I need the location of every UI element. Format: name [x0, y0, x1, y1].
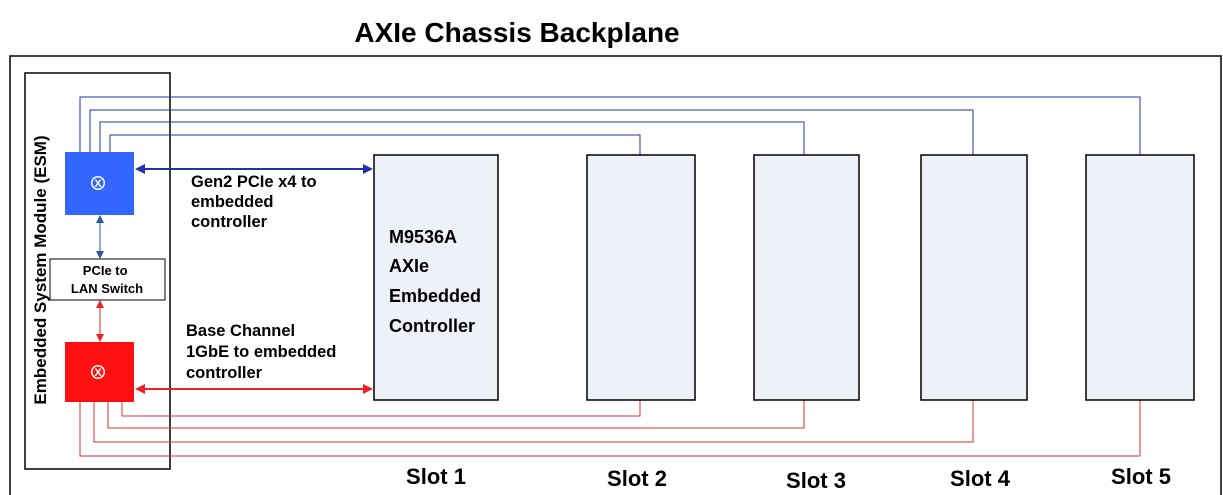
diagram-title: AXIe Chassis Backplane — [354, 17, 679, 48]
arrow-right-icon — [363, 384, 373, 394]
pcie-link-label-line-3: controller — [191, 213, 268, 231]
controller-label-line-4: Controller — [389, 316, 475, 336]
lan-link-slot-3 — [107, 400, 805, 429]
lan-switch-symbol: X — [94, 367, 102, 379]
esm-label: Embedded System Module (ESM) — [31, 135, 50, 404]
lan-link-label-line-3: controller — [186, 364, 263, 382]
pcie-link-label-line-2: embedded — [191, 193, 274, 211]
lan-controller-link — [135, 384, 373, 394]
esm-outline — [24, 72, 171, 470]
arrow-left-icon — [135, 164, 145, 174]
lan-link-slot-2 — [121, 400, 641, 417]
slot-5-module — [1085, 154, 1195, 401]
switch-symbol-inner — [92, 177, 104, 189]
lan-link-slot-5 — [79, 400, 1141, 457]
controller-label-line-1: M9536A — [389, 227, 457, 247]
arrow-left-icon — [135, 384, 145, 394]
switch-label: PCIe to LAN Switch — [71, 263, 143, 296]
pcie-link-slot-4 — [89, 109, 974, 155]
slot-2-label: Slot 2 — [607, 466, 667, 491]
slot-4-module — [920, 154, 1028, 401]
arrow-right-icon — [363, 164, 373, 174]
lan-link-label: Base Channel 1GbE to embedded controller — [186, 322, 341, 382]
pcie-link-slot-3 — [99, 121, 805, 155]
esm-internal-links — [96, 215, 104, 342]
pcie-link-label: Gen2 PCIe x4 to embedded controller — [191, 173, 321, 231]
pcie-link-label-line-1: Gen2 PCIe x4 to — [191, 173, 317, 191]
lan-link-slot-4 — [93, 400, 974, 443]
lan-backplane-links — [79, 400, 1141, 457]
slot-modules — [373, 154, 1195, 401]
arrow-down-icon — [96, 334, 104, 342]
switch-label-line-1: PCIe to — [83, 263, 128, 278]
slot-3-label: Slot 3 — [786, 468, 846, 493]
controller-label: M9536A AXIe Embedded Controller — [389, 227, 486, 336]
slot-5-label: Slot 5 — [1111, 464, 1171, 489]
switch-label-line-2: LAN Switch — [71, 281, 143, 296]
pcie-link-slot-2 — [109, 134, 641, 155]
pcie-lan-switch-box — [49, 258, 166, 301]
slot-3-module — [753, 154, 860, 401]
arrow-up-icon — [96, 300, 104, 308]
pcie-backplane-links — [79, 96, 1141, 155]
switch-symbol-inner — [92, 366, 104, 378]
pcie-switch-symbol: X — [94, 178, 102, 190]
lan-link-label-line-1: Base Channel — [186, 322, 295, 340]
controller-label-line-2: AXIe — [389, 256, 429, 276]
pcie-link-slot-5 — [79, 96, 1141, 155]
slot-1-module — [373, 154, 499, 401]
slot-4-label: Slot 4 — [950, 466, 1011, 491]
pcie-controller-link — [135, 164, 373, 174]
slot-1-label: Slot 1 — [406, 464, 466, 489]
slot-2-module — [586, 154, 696, 401]
lan-link-label-line-2: 1GbE to embedded — [186, 343, 336, 361]
chassis-outline — [9, 55, 1222, 495]
arrow-up-icon — [96, 215, 104, 223]
arrow-down-icon — [96, 251, 104, 259]
controller-label-line-3: Embedded — [389, 286, 481, 306]
